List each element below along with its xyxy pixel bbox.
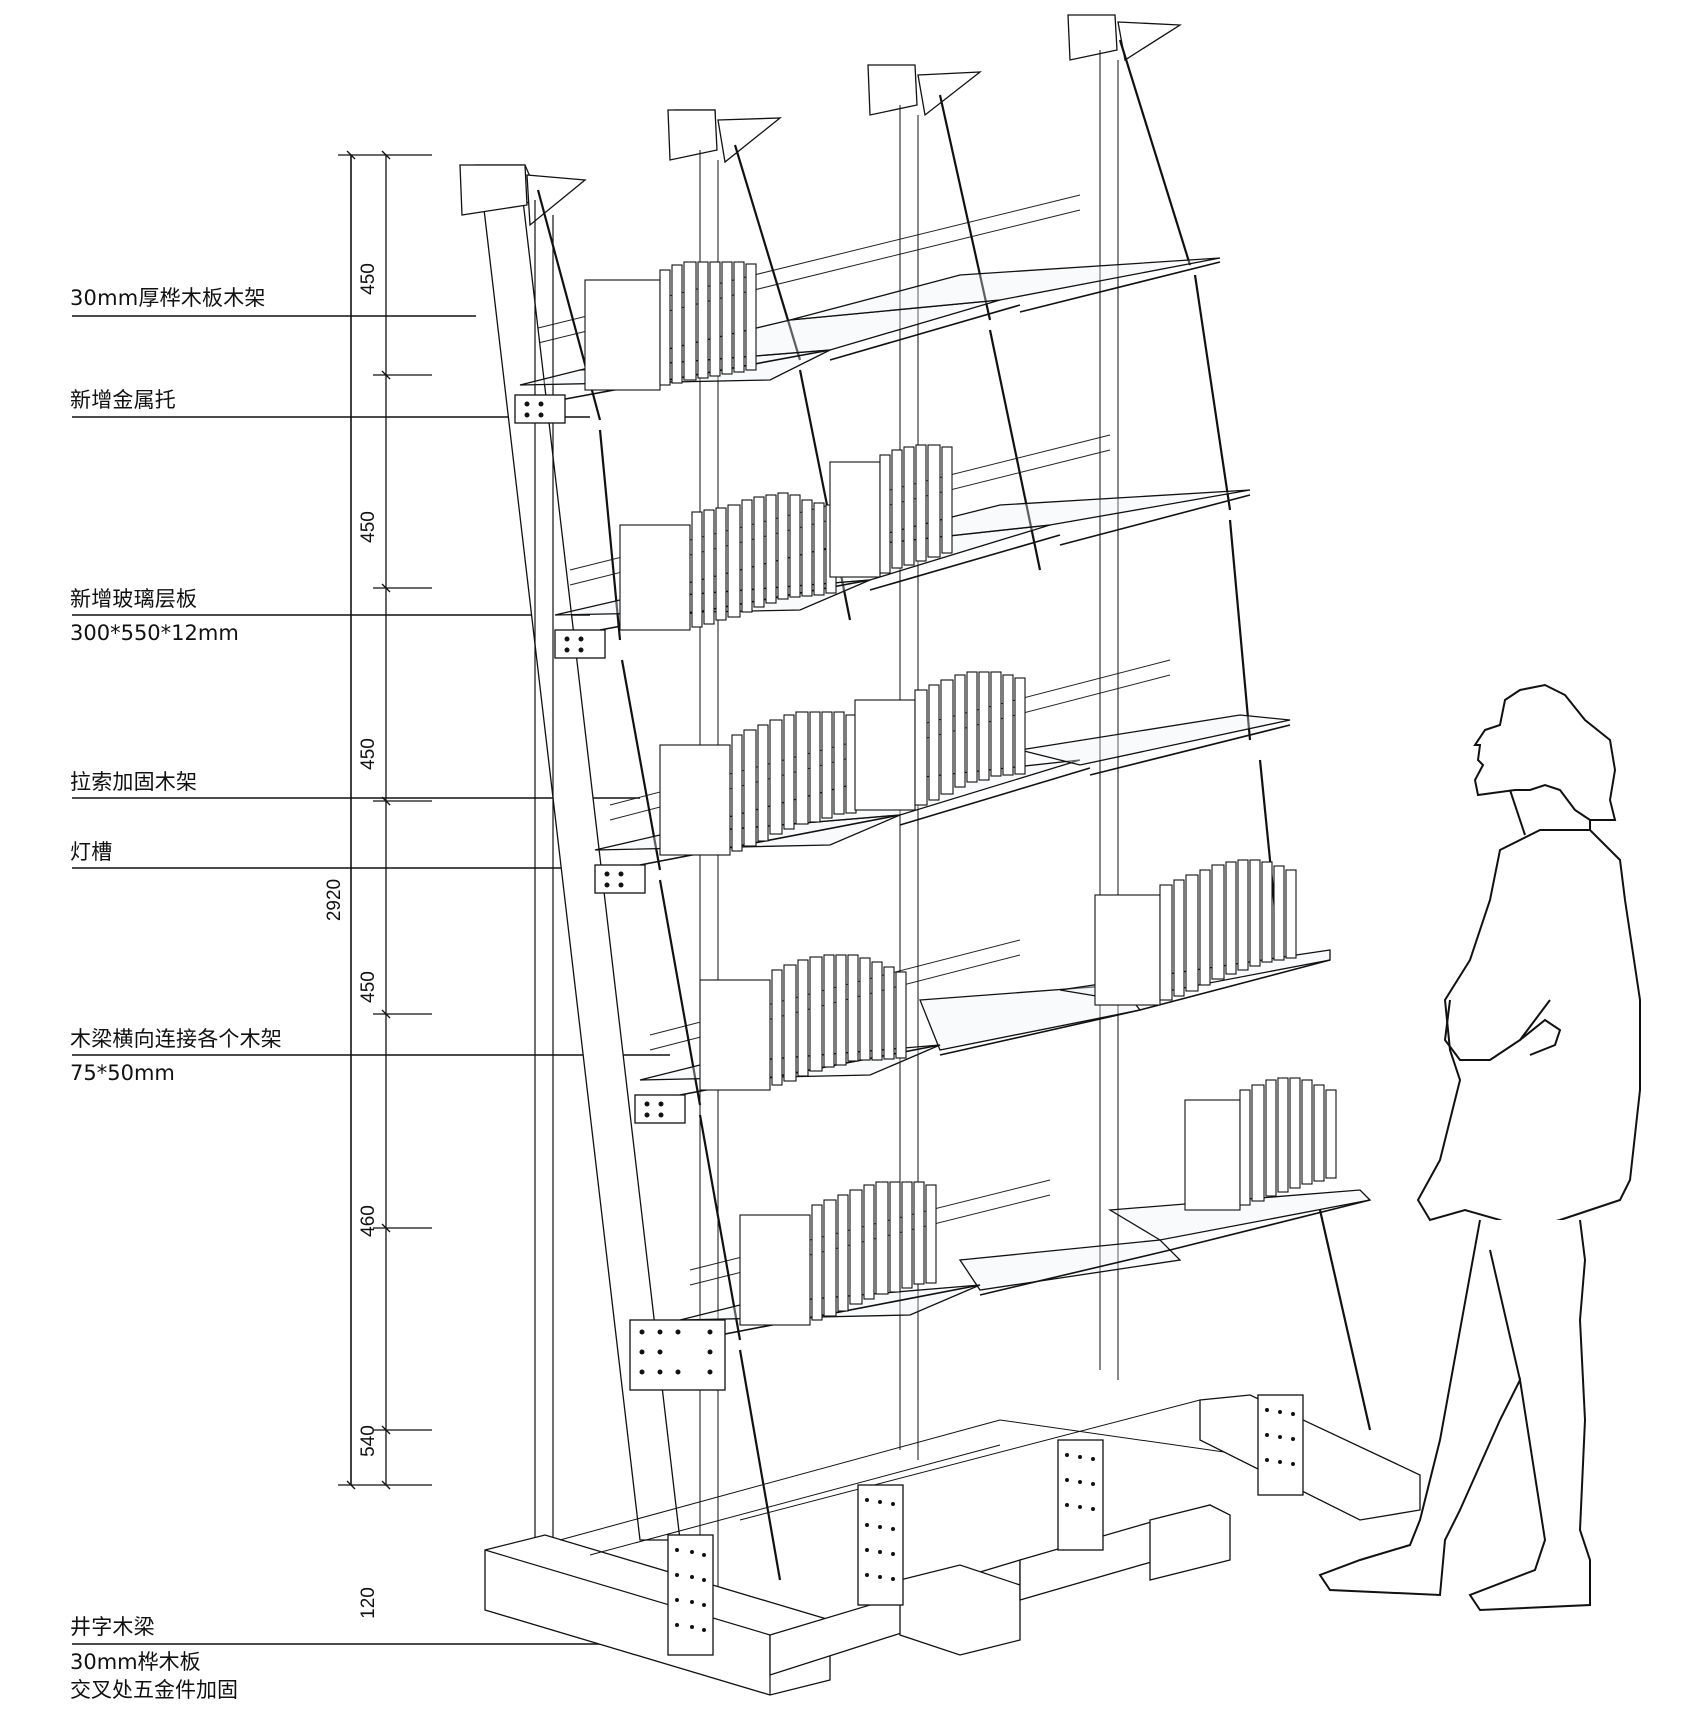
dim-total: 2920 xyxy=(324,878,345,922)
annotation-cross-beam: 木梁横向连接各个木架 xyxy=(70,1027,282,1051)
dim-segment-1: 450 xyxy=(358,263,379,295)
annotation-cross-beam-size: 75*50mm xyxy=(70,1061,175,1085)
annotation-wood-frame: 30mm厚桦木板木架 xyxy=(70,286,266,310)
dim-segment-2: 450 xyxy=(358,511,379,543)
annotation-base-grid-material: 30mm桦木板 xyxy=(70,1650,201,1674)
dim-segment-4: 450 xyxy=(358,971,379,1003)
annotation-light-slot: 灯槽 xyxy=(70,840,113,864)
annotation-glass-shelf: 新增玻璃层板 xyxy=(70,587,198,611)
annotation-glass-shelf-size: 300*550*12mm xyxy=(70,621,239,645)
dim-segment-5: 460 xyxy=(358,1205,379,1237)
dim-segment-7: 120 xyxy=(358,1587,379,1619)
annotation-metal-bracket: 新增金属托 xyxy=(70,388,176,412)
human-figure xyxy=(1318,683,1641,1612)
dim-segment-3: 450 xyxy=(358,738,379,770)
base-grid-beams xyxy=(484,1394,1421,1696)
annotation-base-grid: 井字木梁 xyxy=(70,1615,155,1639)
annotation-base-grid-hardware: 交叉处五金件加固 xyxy=(70,1678,238,1702)
bookshelf-structure xyxy=(459,14,1421,1696)
dim-segment-6: 540 xyxy=(358,1425,379,1457)
books xyxy=(584,261,1337,1326)
annotation-cable-brace: 拉索加固木架 xyxy=(70,770,198,794)
metal-brackets xyxy=(514,394,726,1391)
leader-lines xyxy=(72,315,670,1645)
dimension-lines xyxy=(338,150,432,1490)
